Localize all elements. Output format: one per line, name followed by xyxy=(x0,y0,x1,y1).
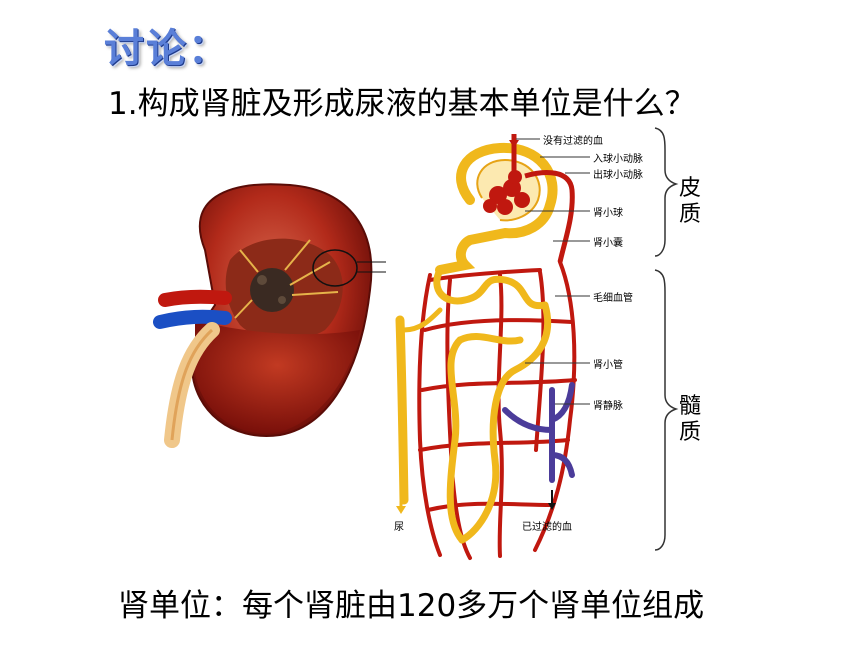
label-glomerulus: 肾小球 xyxy=(593,208,623,219)
kidney-cross-section xyxy=(153,183,386,448)
label-filtered-blood: 已过滤的血 xyxy=(522,522,572,533)
region-medulla: 髓质 xyxy=(678,394,701,445)
slide-title: 讨论： xyxy=(104,26,230,72)
answer-text: 肾单位：每个肾脏由120多万个肾单位组成 xyxy=(118,588,705,624)
label-afferent-arteriole: 入球小动脉 xyxy=(593,154,643,165)
label-efferent-arteriole: 出球小动脉 xyxy=(593,170,643,181)
label-capillary: 毛细血管 xyxy=(593,293,633,304)
label-capsule: 肾小囊 xyxy=(593,238,623,249)
label-tubule: 肾小管 xyxy=(593,360,623,371)
region-cortex: 皮质 xyxy=(678,176,701,227)
label-renal-vein: 肾静脉 xyxy=(593,401,623,412)
label-unfiltered-blood: 没有过滤的血 xyxy=(543,136,603,147)
label-urine: 尿 xyxy=(394,522,404,533)
question-text: 1.构成肾脏及形成尿液的基本单位是什么？ xyxy=(108,86,696,122)
nephron-diagram xyxy=(395,127,679,560)
